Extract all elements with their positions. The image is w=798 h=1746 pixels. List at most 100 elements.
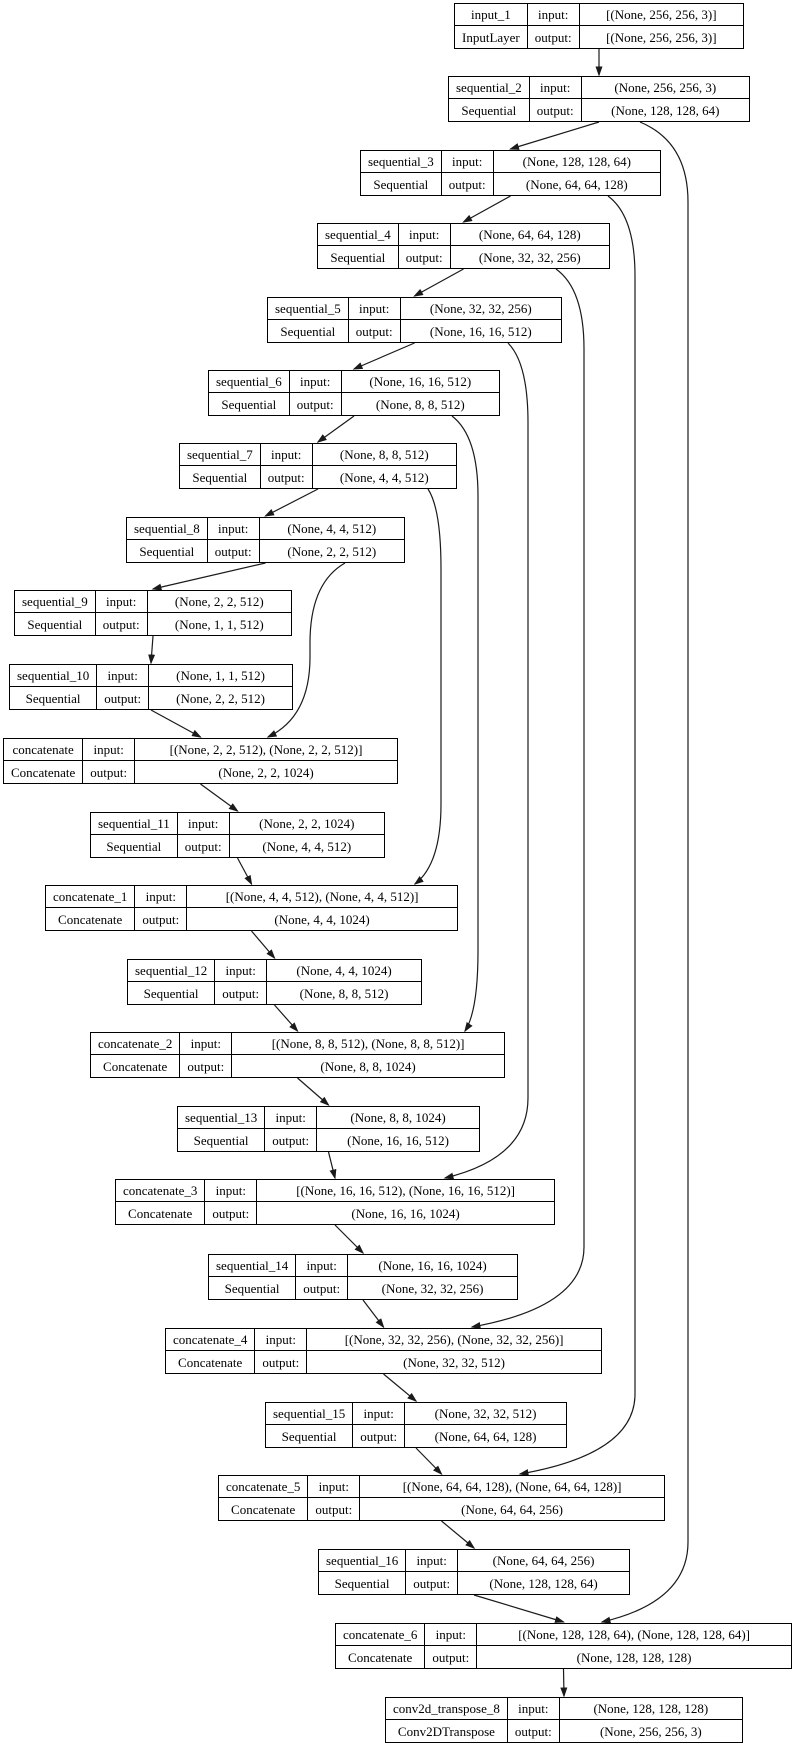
layer-node-concatenate_1: concatenate_1 input: [(None, 4, 4, 512),… bbox=[45, 885, 458, 931]
edge-sequential_14-to-concatenate_4 bbox=[362, 1299, 385, 1329]
layer-node-conv2d_transpose_8: conv2d_transpose_8 input: (None, 128, 12… bbox=[385, 1697, 743, 1743]
layer-name: concatenate_2 bbox=[91, 1033, 181, 1055]
layer-class: InputLayer bbox=[455, 26, 528, 48]
input-shape: [(None, 8, 8, 512), (None, 8, 8, 512)] bbox=[232, 1033, 504, 1055]
edge-concatenate-to-sequential_11 bbox=[200, 783, 239, 812]
layer-node-sequential_14: sequential_14 input: (None, 16, 16, 1024… bbox=[208, 1254, 518, 1300]
layer-name: sequential_15 bbox=[266, 1403, 354, 1425]
input-shape: (None, 64, 64, 256) bbox=[458, 1550, 629, 1572]
input-shape: (None, 4, 4, 512) bbox=[259, 518, 404, 540]
output-label: output: bbox=[353, 1425, 406, 1447]
input-label: input: bbox=[425, 1624, 478, 1646]
output-label: output: bbox=[425, 1646, 478, 1668]
layer-name: sequential_10 bbox=[10, 665, 98, 687]
edge-concatenate_3-to-sequential_14 bbox=[334, 1224, 365, 1255]
input-label: input: bbox=[135, 886, 188, 908]
input-label: input: bbox=[529, 77, 582, 99]
layer-class: Sequential bbox=[128, 982, 216, 1004]
layer-class: Sequential bbox=[10, 687, 98, 709]
output-shape: (None, 128, 128, 128) bbox=[576, 1649, 692, 1665]
edge-concatenate_2-to-sequential_13 bbox=[297, 1077, 330, 1106]
input-label: input: bbox=[308, 1476, 361, 1498]
layer-name: sequential_7 bbox=[180, 444, 261, 466]
layer-name: sequential_5 bbox=[268, 298, 349, 320]
layer-class: Concatenate bbox=[166, 1351, 256, 1373]
input-label: input: bbox=[507, 1698, 560, 1720]
layer-name: sequential_13 bbox=[178, 1107, 266, 1129]
output-label: output: bbox=[97, 687, 150, 709]
layer-class: Concatenate bbox=[46, 908, 136, 930]
layer-name: sequential_14 bbox=[209, 1255, 297, 1277]
input-shape: [(None, 64, 64, 128), (None, 64, 64, 128… bbox=[360, 1476, 664, 1498]
edge-sequential_7-to-concatenate_1 bbox=[413, 488, 442, 885]
edge-concatenate_4-to-sequential_15 bbox=[383, 1373, 418, 1402]
edge-sequential_8-to-sequential_9 bbox=[151, 562, 266, 591]
layer-node-sequential_10: sequential_10 input: (None, 1, 1, 512) S… bbox=[9, 664, 293, 710]
layer-node-sequential_6: sequential_6 input: (None, 16, 16, 512) … bbox=[208, 370, 500, 416]
layer-node-sequential_9: sequential_9 input: (None, 2, 2, 512) Se… bbox=[14, 590, 292, 636]
output-shape: (None, 4, 4, 512) bbox=[339, 469, 429, 485]
input-label: input: bbox=[97, 665, 150, 687]
input-label: input: bbox=[296, 1255, 349, 1277]
output-label: output: bbox=[208, 540, 260, 562]
output-label: output: bbox=[180, 1055, 233, 1077]
input-label: input: bbox=[289, 371, 342, 393]
output-label: output: bbox=[215, 982, 268, 1004]
input-label: input: bbox=[527, 4, 580, 26]
layer-name: sequential_11 bbox=[91, 813, 178, 835]
layer-class: Sequential bbox=[209, 393, 290, 415]
edge-sequential_5-to-concatenate_3 bbox=[443, 342, 529, 1180]
edge-sequential_4-to-sequential_5 bbox=[413, 268, 464, 297]
output-label: output: bbox=[508, 1720, 560, 1742]
input-label: input: bbox=[83, 739, 136, 761]
input-label: input: bbox=[180, 1033, 233, 1055]
layer-node-sequential_4: sequential_4 input: (None, 64, 64, 128) … bbox=[317, 223, 610, 269]
input-shape: [(None, 2, 2, 512), (None, 2, 2, 512)] bbox=[135, 739, 397, 761]
layer-name: sequential_2 bbox=[449, 77, 530, 99]
output-shape: (None, 4, 4, 512) bbox=[262, 838, 352, 854]
layer-name: sequential_8 bbox=[127, 518, 208, 540]
input-shape: (None, 2, 2, 512) bbox=[147, 591, 291, 613]
layer-class: Sequential bbox=[91, 835, 178, 857]
layer-class: Sequential bbox=[449, 99, 530, 121]
layer-node-sequential_15: sequential_15 input: (None, 32, 32, 512)… bbox=[265, 1402, 567, 1448]
layer-node-concatenate_4: concatenate_4 input: [(None, 32, 32, 256… bbox=[165, 1328, 602, 1374]
output-shape: (None, 32, 32, 256) bbox=[381, 1280, 484, 1296]
edge-sequential_3-to-concatenate_5 bbox=[518, 195, 636, 1476]
output-shape: (None, 128, 128, 64) bbox=[611, 102, 720, 118]
input-label: input: bbox=[353, 1403, 406, 1425]
output-label: output: bbox=[442, 173, 494, 195]
layer-node-sequential_5: sequential_5 input: (None, 32, 32, 256) … bbox=[267, 297, 562, 343]
layer-class: Sequential bbox=[15, 613, 96, 635]
input-shape: (None, 128, 128, 128) bbox=[559, 1698, 742, 1720]
input-label: input: bbox=[348, 298, 401, 320]
layer-node-sequential_12: sequential_12 input: (None, 4, 4, 1024) … bbox=[127, 959, 422, 1005]
layer-node-input_1: input_1 input: [(None, 256, 256, 3)] Inp… bbox=[454, 3, 744, 49]
input-shape: [(None, 16, 16, 512), (None, 16, 16, 512… bbox=[257, 1180, 554, 1202]
output-shape: (None, 2, 2, 512) bbox=[287, 543, 377, 559]
layer-class: Sequential bbox=[319, 1572, 407, 1594]
layer-node-sequential_2: sequential_2 input: (None, 256, 256, 3) … bbox=[448, 76, 750, 122]
layer-class: Sequential bbox=[266, 1425, 354, 1447]
edge-sequential_8-to-concatenate bbox=[266, 562, 346, 738]
output-shape: (None, 16, 16, 512) bbox=[347, 1132, 449, 1148]
layer-name: concatenate_3 bbox=[116, 1180, 206, 1202]
output-shape: (None, 32, 32, 256) bbox=[478, 249, 581, 265]
input-shape: [(None, 128, 128, 64), (None, 128, 128, … bbox=[477, 1624, 791, 1646]
layer-class: Sequential bbox=[209, 1277, 297, 1299]
edge-sequential_11-to-concatenate_1 bbox=[236, 857, 253, 886]
layer-node-sequential_13: sequential_13 input: (None, 8, 8, 1024) … bbox=[177, 1106, 480, 1152]
output-shape: (None, 2, 2, 512) bbox=[176, 690, 265, 706]
output-shape: (None, 32, 32, 512) bbox=[403, 1354, 505, 1370]
layer-node-sequential_7: sequential_7 input: (None, 8, 8, 512) Se… bbox=[179, 443, 457, 489]
layer-node-sequential_8: sequential_8 input: (None, 4, 4, 512) Se… bbox=[126, 517, 405, 563]
input-label: input: bbox=[177, 813, 230, 835]
input-shape: (None, 32, 32, 512) bbox=[405, 1403, 566, 1425]
input-shape: (None, 1, 1, 512) bbox=[149, 665, 292, 687]
output-label: output: bbox=[349, 320, 401, 342]
layer-name: sequential_12 bbox=[128, 960, 216, 982]
edge-sequential_3-to-sequential_4 bbox=[462, 195, 511, 223]
input-label: input: bbox=[207, 518, 260, 540]
